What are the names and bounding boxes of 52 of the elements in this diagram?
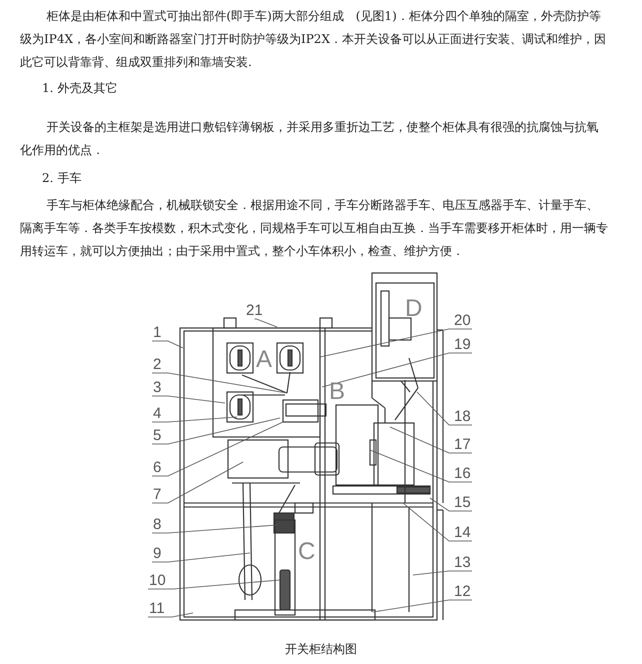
leader-line <box>148 612 194 618</box>
callout-number: 7 <box>152 487 162 503</box>
leader-line <box>320 328 472 358</box>
leader-line <box>254 318 278 328</box>
callout-number: 3 <box>152 380 162 396</box>
leader-line <box>412 570 472 576</box>
leader-line <box>152 340 184 348</box>
leader-line <box>152 422 284 476</box>
callout-number: 11 <box>148 601 166 617</box>
callout-number: 13 <box>453 555 472 571</box>
callout-number: 18 <box>453 409 472 425</box>
leader-line <box>152 552 250 562</box>
callout-number: 16 <box>453 466 472 482</box>
callout-number: 4 <box>152 406 162 422</box>
leader-line <box>152 416 238 422</box>
section-heading: 2. 手车 <box>42 170 82 187</box>
compartment-letter: B <box>329 381 346 403</box>
leader-line <box>390 426 472 454</box>
callout-number: 21 <box>245 303 264 319</box>
callout-number: 9 <box>152 546 162 562</box>
leader-line <box>370 450 472 482</box>
leader-line <box>152 372 288 394</box>
leader-line <box>322 352 472 388</box>
callout-number: 17 <box>453 437 472 453</box>
section-heading: 1. 外壳及其它 <box>42 80 118 97</box>
callout-number: 12 <box>453 584 472 600</box>
callout-number: 6 <box>152 460 162 476</box>
leader-line <box>152 524 278 534</box>
callout-number: 15 <box>453 495 472 511</box>
paragraph: 柜体是由柜体和中置式可抽出部件(即手车)两大部分组成 (见图1)．柜体分四个单独的隔室，外壳防护等级为IP4X，各小室间和断路器室门打开时防护等级为IP2X．本开关设备可以从正面进行安装、调试和维护，因此它可以背靠背、组成双重排列和靠墙安装. <box>20 8 607 71</box>
leader-line <box>416 392 472 426</box>
callout-number: 19 <box>453 337 472 353</box>
callout-number: 20 <box>453 313 472 329</box>
leader-line <box>148 580 280 590</box>
compartment-letter: C <box>298 541 316 563</box>
leader-line <box>152 462 244 504</box>
leader-line <box>152 418 280 444</box>
callout-number: 8 <box>152 517 162 533</box>
callout-number: 1 <box>152 325 162 341</box>
compartment-letter: D <box>405 298 422 320</box>
paragraph: 开关设备的主框架是选用进口敷铝锌薄钢板，并采用多重折边工艺，使整个柜体具有很强的抗腐蚀与抗氧化作用的优点． <box>20 119 600 159</box>
callout-number: 2 <box>152 357 162 373</box>
paragraph: 手车与柜体绝缘配合，机械联锁安全．根据用途不同，手车分断路器手车、电压互感器手车、计量手车、隔离手车等．各类手车按模数，积木式变化，同规格手车可以互相自由互换．当手车需要移开柜体时，用一辆专用转运车，就可以方便抽出；由于采用中置式，整个小车体积小，检查、维护方便． <box>20 197 609 260</box>
leader-line <box>430 498 472 512</box>
callout-number: 14 <box>453 525 472 541</box>
callout-number: 5 <box>152 428 162 444</box>
leader-line <box>372 600 472 612</box>
figure-caption: 开关柜结构图 <box>284 641 358 658</box>
compartment-letter: A <box>256 349 272 371</box>
callout-number: 10 <box>148 573 167 589</box>
leader-line <box>402 502 472 542</box>
leader-line <box>152 396 226 404</box>
